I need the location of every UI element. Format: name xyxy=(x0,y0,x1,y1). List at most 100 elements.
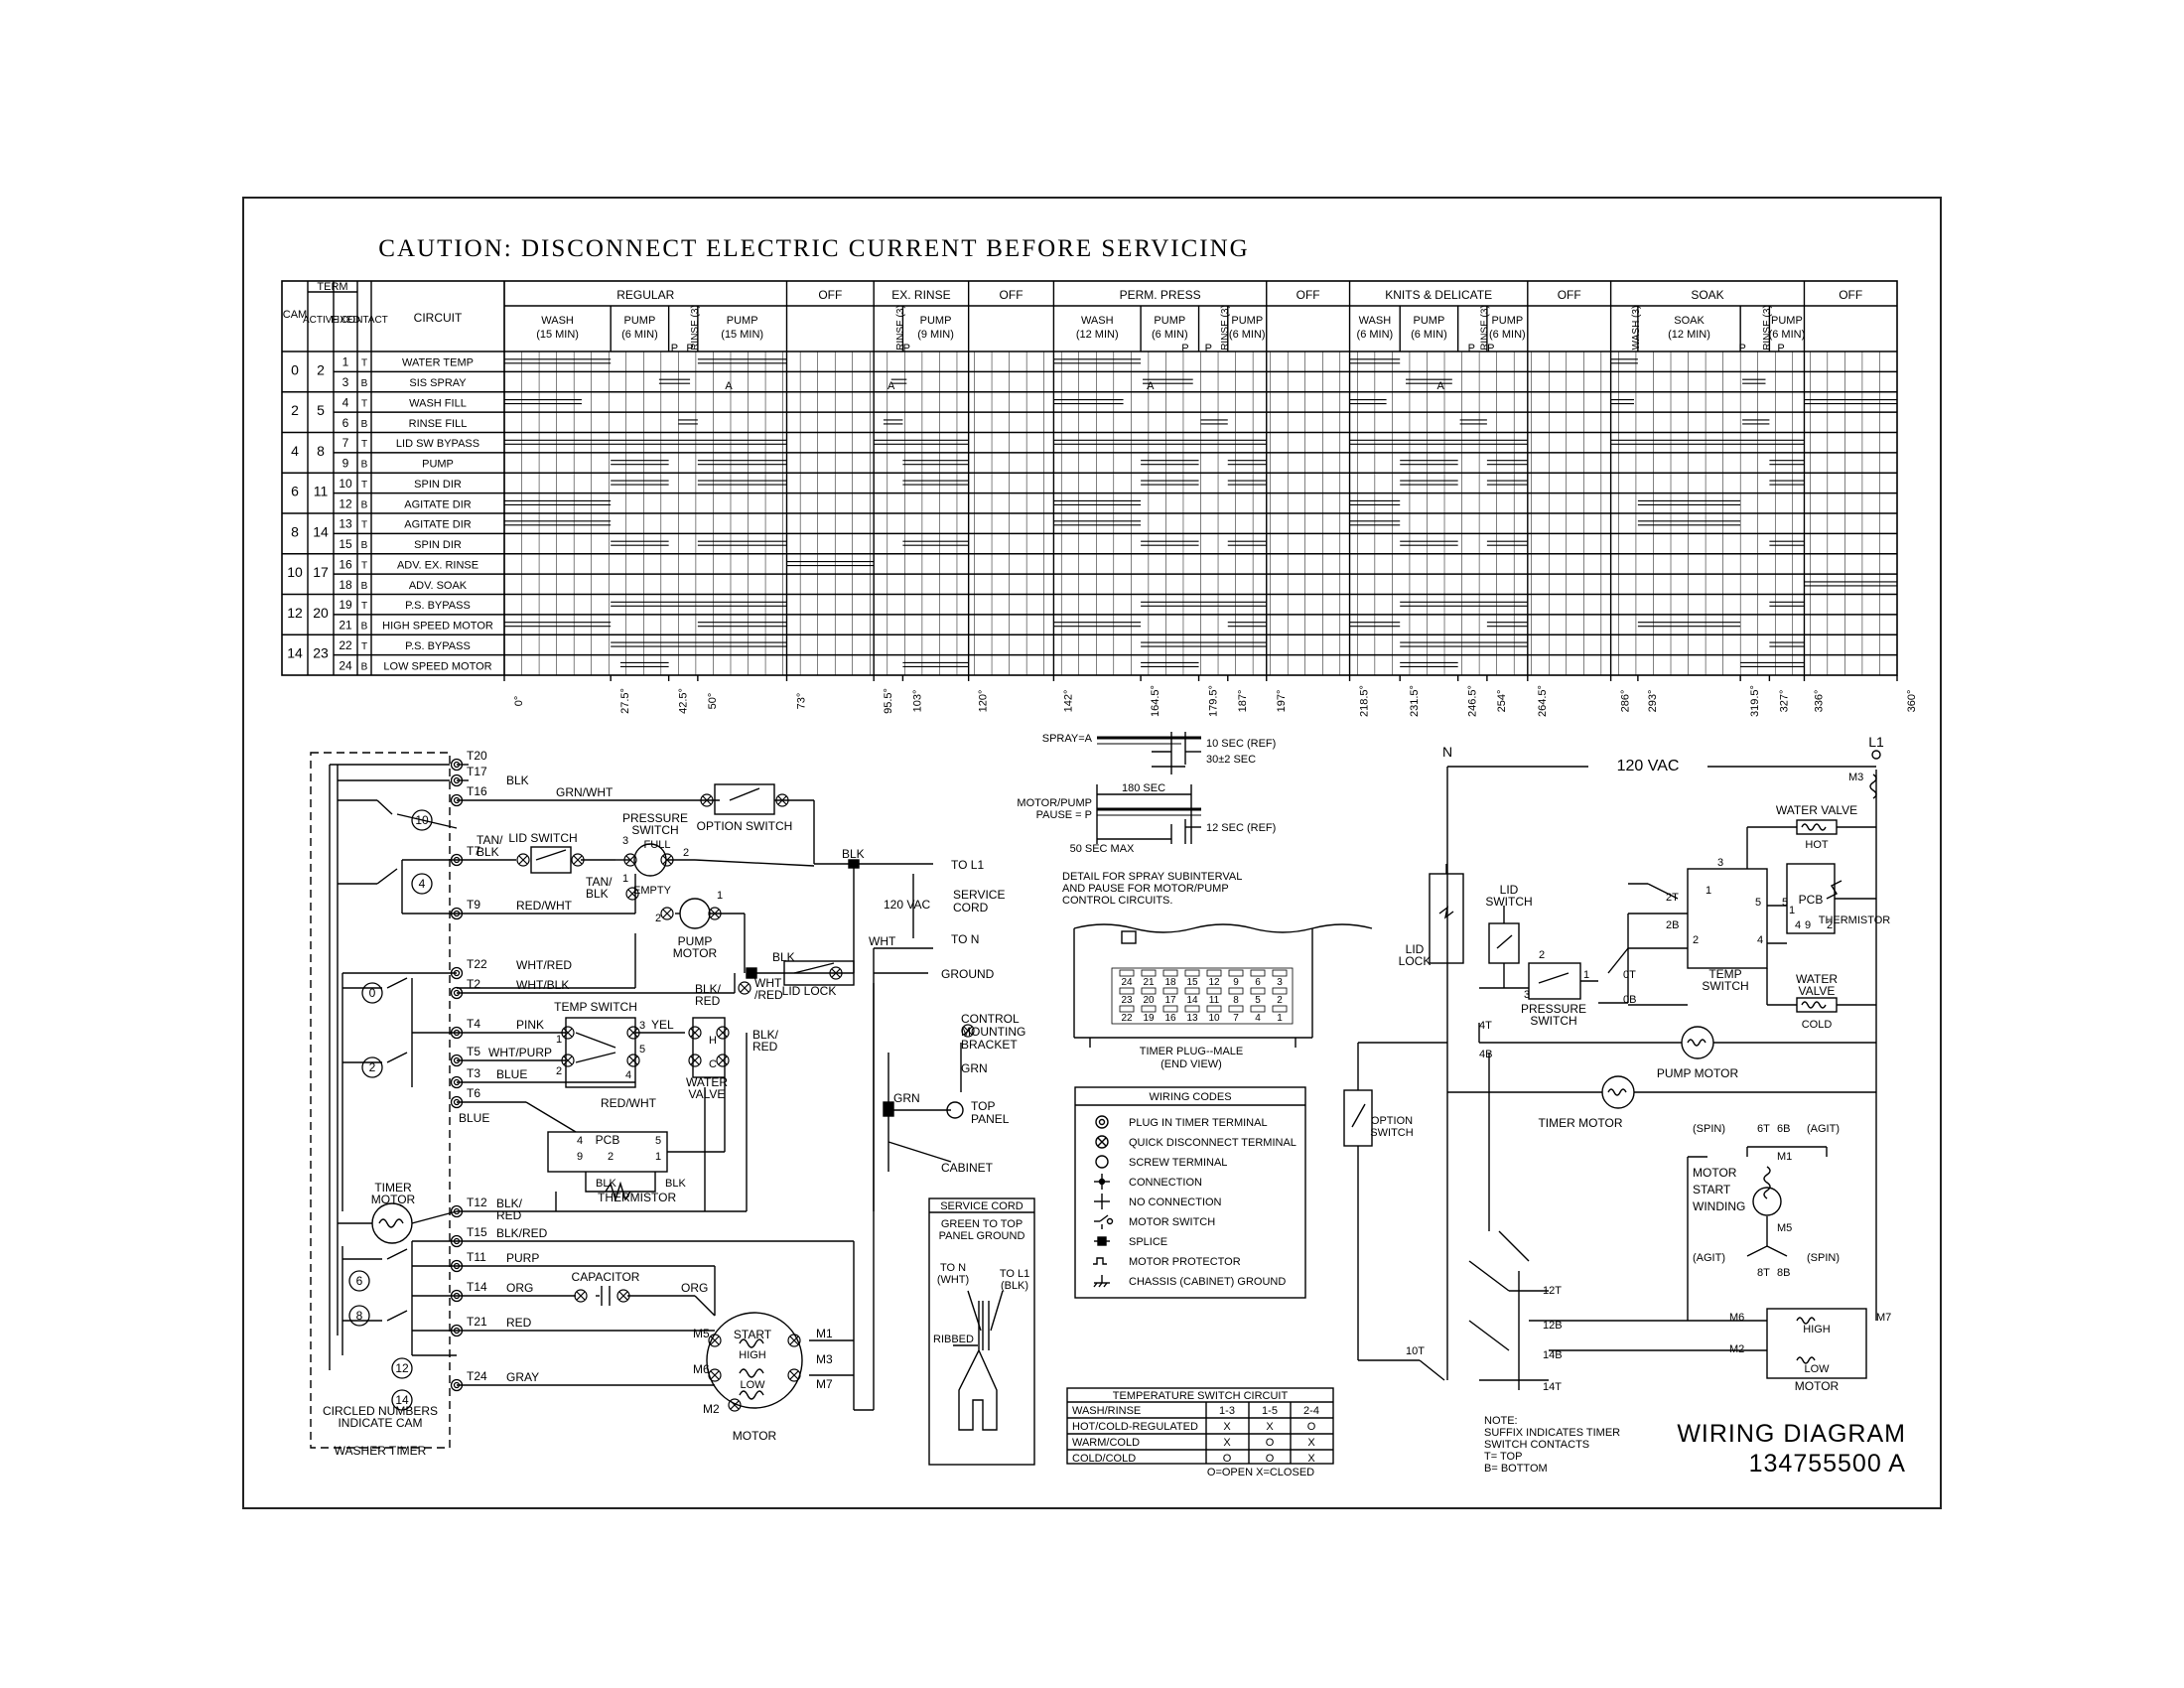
blk-label: (BLK) xyxy=(1001,1280,1028,1292)
wire-color-red: RED xyxy=(752,1040,778,1054)
pause-spray-mark: P xyxy=(1777,343,1784,354)
plug-in-terminal xyxy=(450,966,464,980)
line-l1-label: L1 xyxy=(1868,734,1884,750)
quick-disconnect-terminal xyxy=(623,853,637,867)
plug-pin xyxy=(1228,1005,1244,1013)
cam-number: 10 xyxy=(415,813,429,827)
contact-label: 4B xyxy=(1479,1049,1492,1060)
wiring-code-item: SPLICE xyxy=(1129,1236,1167,1248)
cam-number: 14 xyxy=(395,1393,409,1407)
wire-color-grn: GRN xyxy=(893,1091,920,1105)
wire-color-blk: BLK xyxy=(506,774,529,787)
sub-interval-duration: (12 MIN) xyxy=(1076,329,1119,341)
quick-disconnect-symbol xyxy=(1095,1135,1109,1149)
detail-note-1: DETAIL FOR SPRAY SUBINTERVAL xyxy=(1062,871,1242,883)
wht-label: (WHT) xyxy=(937,1274,969,1286)
cord-label: CORD xyxy=(953,901,989,914)
empty-label: EMPTY xyxy=(633,885,672,897)
degree-tick-label: 120° xyxy=(978,690,990,713)
wire-color-wht-purp: WHT/PURP xyxy=(488,1046,552,1059)
low-speed-label: LOW xyxy=(1804,1363,1830,1375)
temp-table-cell: O xyxy=(1266,1437,1275,1449)
quick-disconnect-terminal xyxy=(787,1368,801,1382)
pump-motor-label: PUMP MOTOR xyxy=(1657,1066,1739,1080)
plug-pin xyxy=(1184,987,1200,995)
pause-spray-mark: P xyxy=(686,343,693,354)
cold-label: COLD xyxy=(1802,1019,1833,1031)
agit-label: (AGIT) xyxy=(1807,1123,1840,1135)
cam-number: 2 xyxy=(291,402,299,418)
plug-pin xyxy=(1250,1005,1266,1013)
plug-pin xyxy=(1162,987,1178,995)
fixed-header: FIXED xyxy=(331,315,359,326)
quick-disconnect-terminal xyxy=(708,1368,722,1382)
wiring-code-item: NO CONNECTION xyxy=(1129,1196,1222,1208)
note-line-3: SWITCH CONTACTS xyxy=(1484,1439,1589,1451)
degree-tick-label: 73° xyxy=(795,693,807,710)
pin-number: 2 xyxy=(655,913,661,924)
circuit-label: SPIN DIR xyxy=(414,479,462,491)
plug-pin xyxy=(1119,1005,1135,1013)
drawing-sheet xyxy=(242,197,1942,1509)
circuit-label: AGITATE DIR xyxy=(404,498,471,510)
motor-start-label: MOTOR xyxy=(1693,1166,1737,1180)
quick-disconnect-terminal xyxy=(787,1334,801,1347)
pin-number: 1 xyxy=(655,1151,661,1163)
bracket-label: BRACKET xyxy=(961,1038,1018,1052)
temp-switch-label: TEMP SWITCH xyxy=(554,1000,637,1014)
wire-color-blue: BLUE xyxy=(459,1111,489,1125)
contact-type: T xyxy=(361,398,367,409)
temp-table-col-header: 2-4 xyxy=(1303,1405,1319,1417)
contact-label: 4T xyxy=(1479,1020,1492,1032)
plug-pin-number: 13 xyxy=(1186,1013,1198,1024)
plug-pin-number: 1 xyxy=(1277,1013,1283,1024)
note-line-1: NOTE: xyxy=(1484,1415,1518,1427)
contact-label: M1 xyxy=(1777,1151,1792,1163)
lid-lock-label-2: LOCK xyxy=(1399,954,1432,968)
quick-disconnect-terminal xyxy=(625,887,639,901)
contact-label: 2B xyxy=(1666,919,1679,931)
pin-number: 4 xyxy=(1757,934,1763,946)
neutral-label: N xyxy=(1442,744,1452,760)
degree-tick-label: 164.5° xyxy=(1150,685,1161,717)
sub-interval-label: PUMP xyxy=(1231,315,1263,327)
temp-switch-label-2: SWITCH xyxy=(1702,979,1748,993)
ladder-schematic xyxy=(1343,750,1881,1390)
water-valve-label: WATER xyxy=(686,1075,728,1089)
temp-table-col-header: 1-3 xyxy=(1219,1405,1235,1417)
plug-pin xyxy=(1184,1005,1200,1013)
full-label: FULL xyxy=(644,839,671,851)
terminal-label-t15: T15 xyxy=(467,1225,487,1239)
degree-tick-label: 142° xyxy=(1062,690,1074,713)
contact-type: T xyxy=(361,480,367,491)
terminal-label-t16: T16 xyxy=(467,784,487,798)
spray-detail xyxy=(1096,732,1201,844)
wiring-code-item: SCREW TERMINAL xyxy=(1129,1157,1227,1169)
fixed-term-15: 15 xyxy=(339,537,352,551)
plug-pin-number: 9 xyxy=(1233,977,1239,988)
cam-indicator xyxy=(391,1357,413,1379)
spin-label: (SPIN) xyxy=(1807,1252,1840,1264)
active-term: 23 xyxy=(313,645,329,661)
thermistor-label: THERMISTOR xyxy=(598,1191,676,1204)
water-valve-label-2: VALVE xyxy=(689,1087,726,1101)
terminal-label-t5: T5 xyxy=(467,1045,480,1058)
wiring-code-item: CONNECTION xyxy=(1129,1177,1202,1189)
temp-table-cell: O xyxy=(1266,1453,1275,1465)
contact-type: T xyxy=(361,641,367,652)
circuit-label: PUMP xyxy=(422,459,454,471)
circuit-label: SIS SPRAY xyxy=(409,377,467,389)
sub-interval-label: PUMP xyxy=(1414,315,1445,327)
contact-type: B xyxy=(361,622,368,633)
detail-note-2: AND PAUSE FOR MOTOR/PUMP xyxy=(1062,883,1229,895)
sub-interval-label: RINSE (3) xyxy=(895,305,906,351)
contact-type: B xyxy=(361,378,368,389)
terminal-label-t24: T24 xyxy=(467,1369,487,1383)
lid-lock-label: LID xyxy=(1406,942,1425,956)
active-term: 8 xyxy=(317,443,325,459)
timer-plug xyxy=(1073,923,1373,1048)
sub-interval-label: SOAK xyxy=(1674,315,1705,327)
cycle-name: OFF xyxy=(1839,288,1862,302)
active-term: 14 xyxy=(313,523,329,539)
plug-pin-number: 22 xyxy=(1121,1013,1133,1024)
